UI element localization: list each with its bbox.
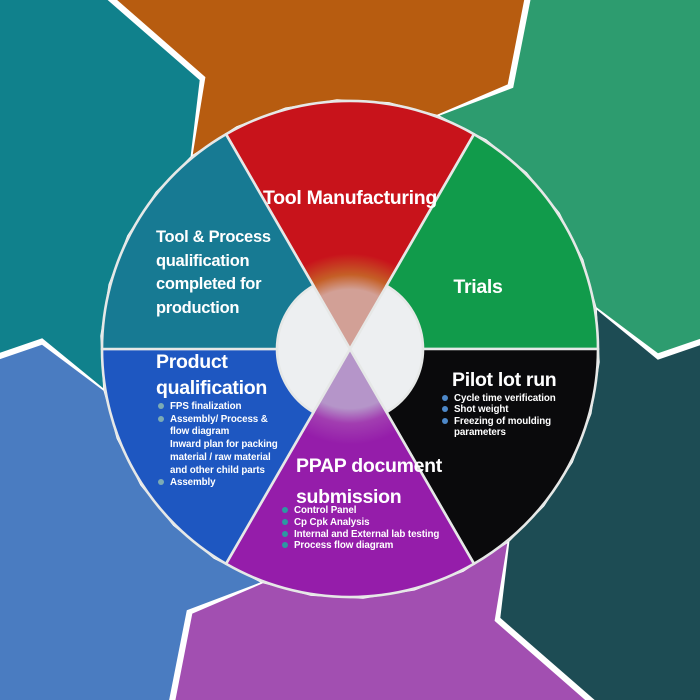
bullet-text: Assembly [170, 477, 216, 489]
bullet-text: Control Panel [294, 505, 357, 516]
bullet-item: Assembly/ Process & flow diagram Inward … [158, 414, 290, 478]
arrow-top-left [0, 0, 200, 389]
bullet-dot-icon [282, 530, 288, 537]
bullet-text: Cycle time verification [454, 393, 556, 404]
bullet-dot-icon [282, 518, 288, 525]
segment-ppap-document-submission [224, 347, 476, 599]
arrow-bottom-right [500, 309, 700, 700]
arrow-top [117, 0, 525, 155]
segment-label-tool-manufacturing: Tool Manufacturing [262, 187, 438, 209]
bullet-item: Cp Cpk Analysis [282, 517, 452, 529]
bullet-dot-icon [442, 406, 448, 413]
segment-tool-process-qualification [100, 132, 315, 351]
bullet-dot-icon [282, 507, 288, 513]
bullet-text: Process flow diagram [294, 540, 394, 552]
segment-trials [385, 132, 600, 351]
bullet-item: Assembly [158, 477, 290, 490]
bullet-text: Freezing of moulding parameters [454, 415, 552, 439]
bullet-text: Cp Cpk Analysis [294, 516, 370, 528]
segment-label-trials: Trials [453, 276, 503, 298]
bullet-item: Control Panel [282, 505, 452, 517]
bullet-item: Process flow diagram [282, 540, 452, 552]
segment-label-pilot-lot-run: Pilot lot run [452, 369, 557, 391]
bullet-text: Internal and External lab testing [294, 528, 440, 540]
bullet-dot-icon [158, 403, 164, 409]
bullet-dot-icon [282, 542, 288, 549]
bullet-dot-icon [158, 479, 164, 486]
segment-tool-manufacturing [224, 99, 476, 351]
segment-label-product-qualification: Product qualification [156, 351, 267, 399]
segment-label-ppap-document-submission: PPAP document submission [296, 455, 442, 508]
segment-label-tool-process-qualification: Tool & Process qualification completed f… [156, 228, 271, 317]
bullet-text: Shot weight [454, 404, 509, 416]
arrow-bottom-left [0, 344, 261, 700]
bullet-text: Assembly/ Process & flow diagram Inward … [170, 413, 278, 476]
wheel-layer [100, 99, 600, 599]
bullet-dot-icon [442, 395, 448, 401]
bullet-item: Cycle time verification [442, 393, 577, 404]
bullet-text: FPS finalization [170, 401, 242, 412]
bullet-dot-icon [442, 417, 448, 424]
arrow-top-right [439, 0, 700, 354]
arrow-bottom [175, 543, 586, 700]
bullet-item: FPS finalization [158, 401, 290, 414]
bullet-item: Freezing of moulding parameters [442, 416, 577, 439]
bullet-item: Internal and External lab testing [282, 529, 452, 541]
segment-product-qualification [100, 347, 315, 566]
bullet-item: Shot weight [442, 404, 577, 415]
bullet-dot-icon [158, 415, 164, 422]
segment-pilot-lot-run [385, 347, 600, 566]
